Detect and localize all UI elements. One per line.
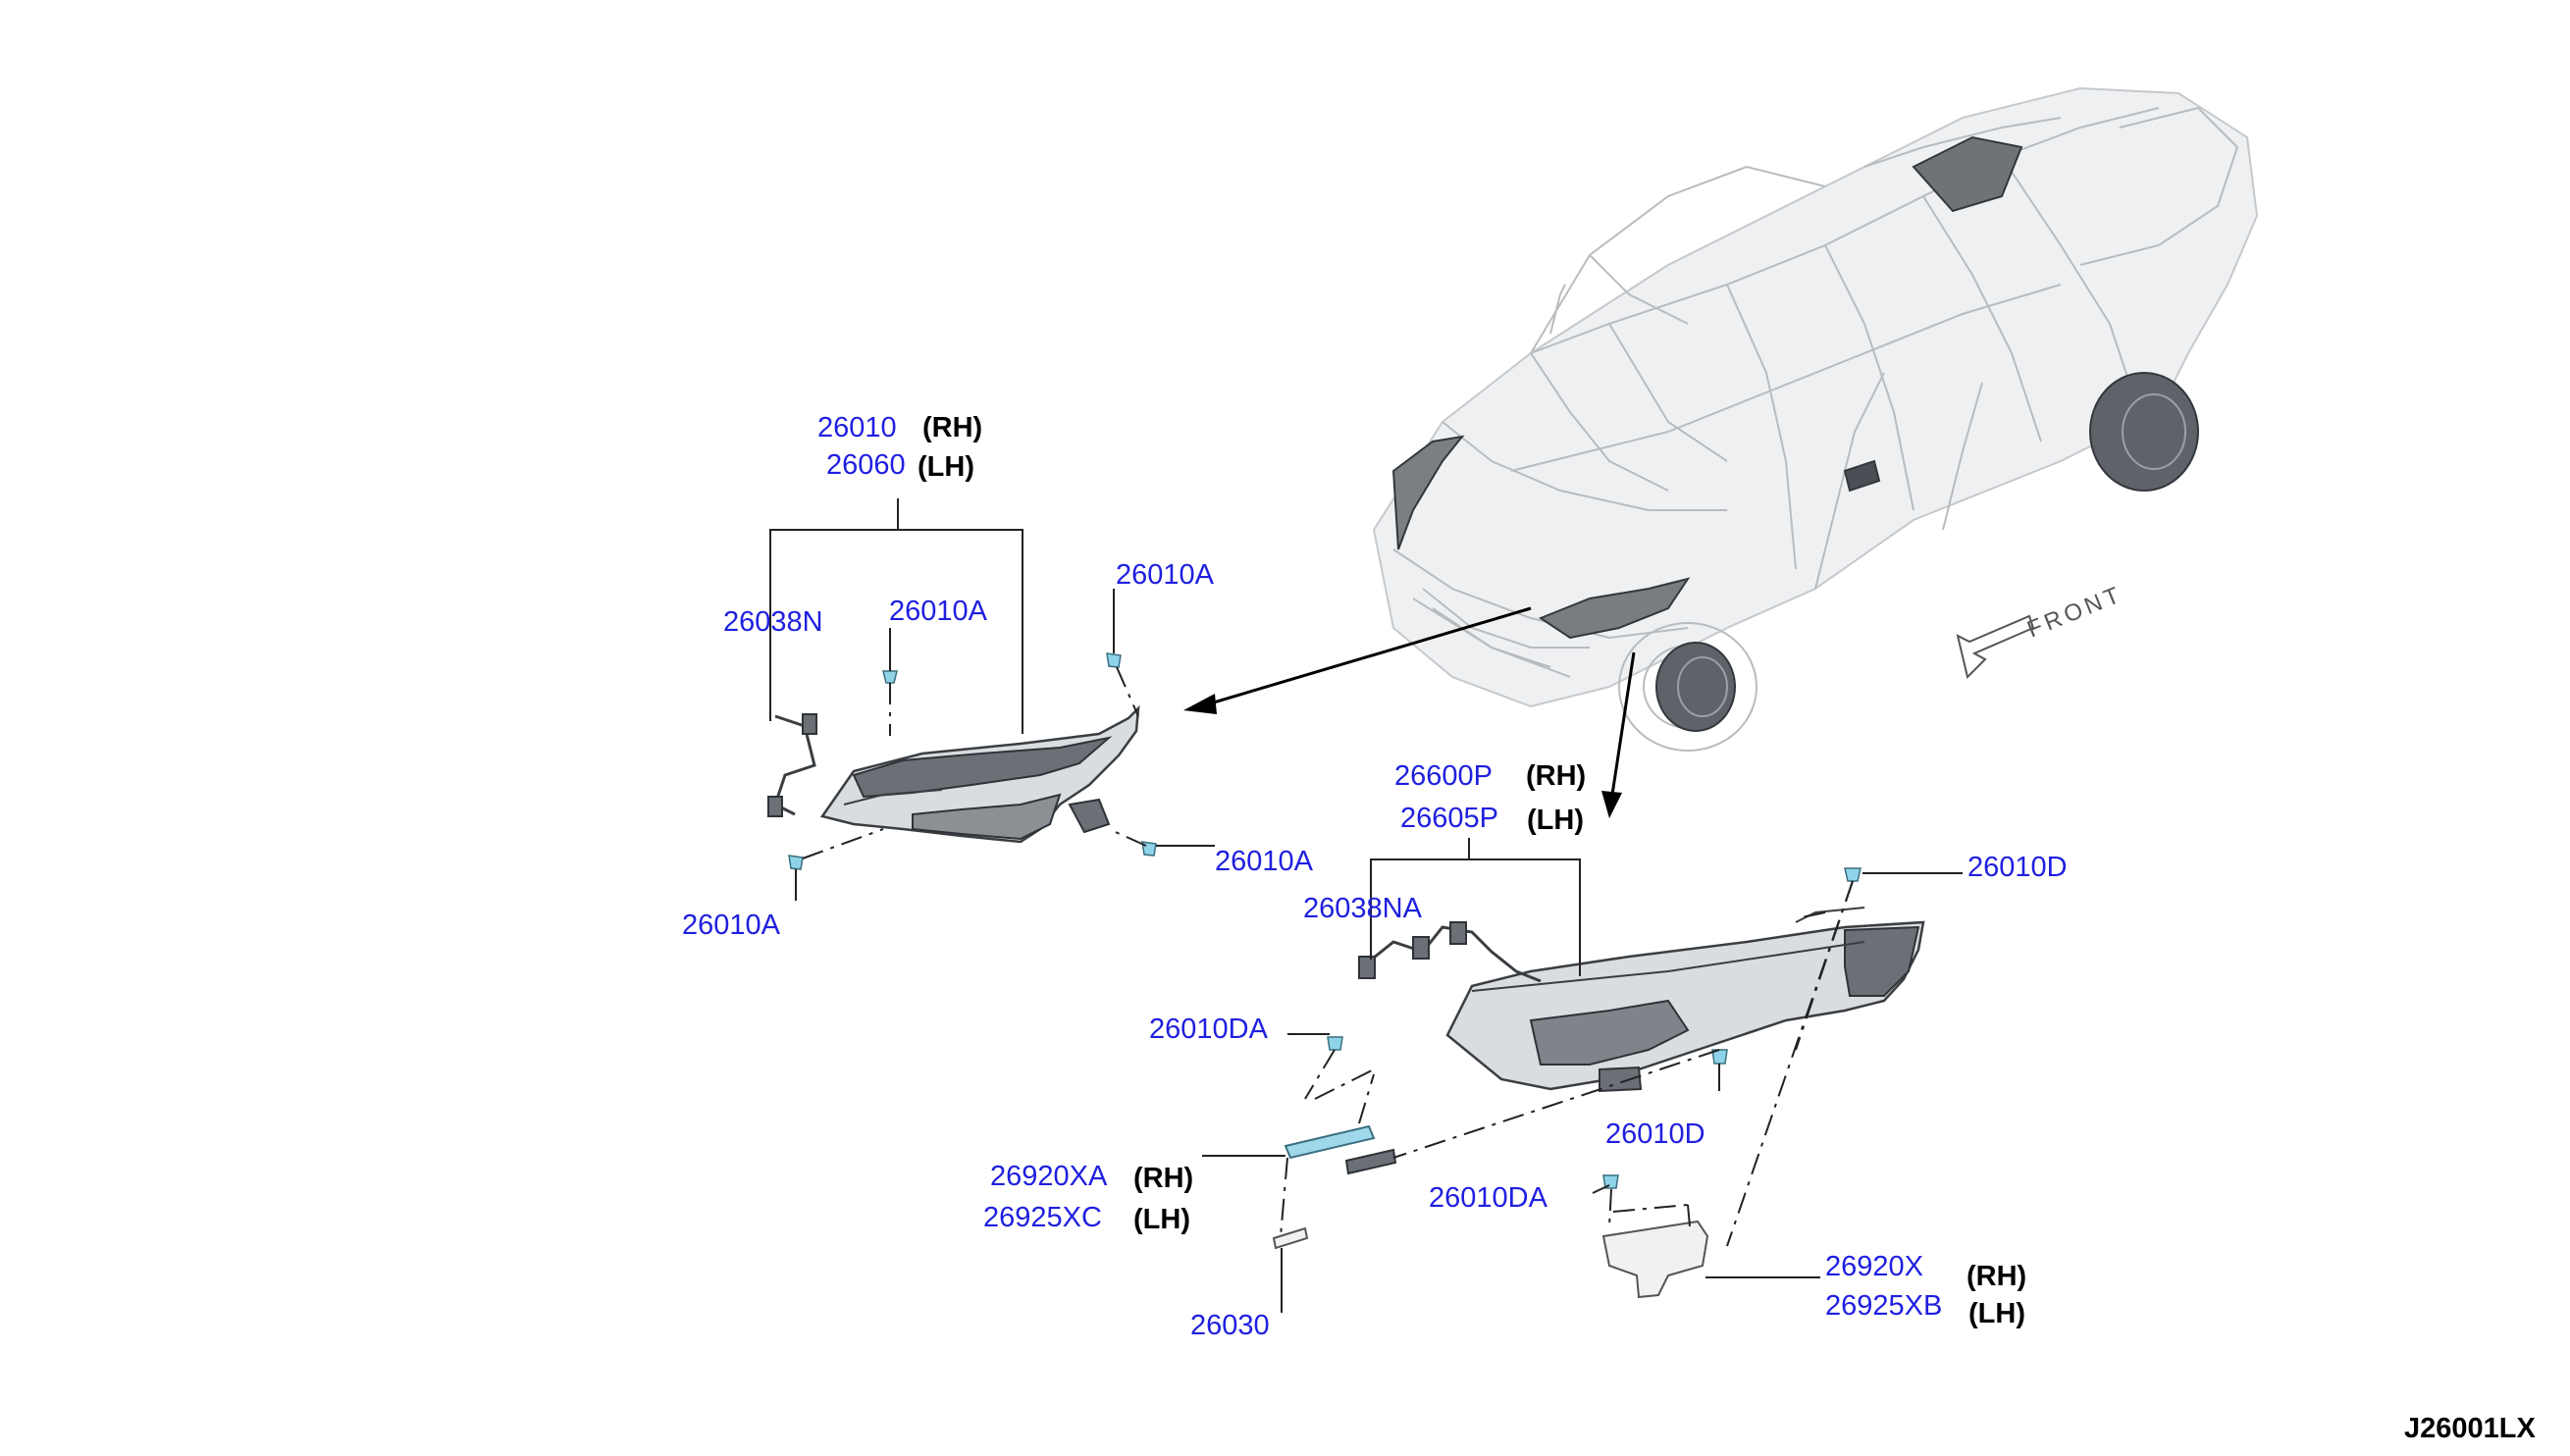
callout-clip-lower-middle[interactable]: 26010DA bbox=[1429, 1182, 1548, 1214]
screw-icon bbox=[882, 670, 898, 684]
callout-drl-right-rh[interactable]: 26920X bbox=[1825, 1251, 1923, 1282]
screw-icon bbox=[1106, 652, 1122, 668]
lamp-assembly-lower bbox=[1272, 867, 1925, 1299]
side-label-lh: (LH) bbox=[1527, 805, 1584, 836]
callout-head-lamp-rh[interactable]: 26010 bbox=[817, 412, 897, 443]
side-label-lh: (LH) bbox=[1133, 1204, 1190, 1235]
callout-harness-26038na[interactable]: 26038NA bbox=[1303, 893, 1423, 924]
clip-icon bbox=[1844, 867, 1862, 882]
vehicle-illustration bbox=[1372, 86, 2259, 752]
diagram-code: J26001LX bbox=[2404, 1413, 2536, 1444]
front-label: FRONT bbox=[2023, 581, 2126, 643]
side-label-lh: (LH) bbox=[918, 451, 974, 483]
callout-screw-top-center[interactable]: 26010A bbox=[889, 596, 988, 627]
bulb-icon bbox=[1272, 1226, 1309, 1250]
callout-lamp-lower-rh[interactable]: 26600P bbox=[1394, 760, 1493, 792]
callout-clip-left-upper[interactable]: 26010DA bbox=[1149, 1014, 1269, 1045]
callout-bulb-26030[interactable]: 26030 bbox=[1190, 1310, 1270, 1341]
callout-clip-top-right[interactable]: 26010D bbox=[1967, 852, 2068, 883]
side-label-rh: (RH) bbox=[922, 412, 982, 443]
callout-drl-left-lh[interactable]: 26925XC bbox=[983, 1202, 1102, 1233]
clip-icon bbox=[1602, 1174, 1619, 1189]
side-label-rh: (RH) bbox=[1133, 1163, 1193, 1194]
callout-head-lamp-lh[interactable]: 26060 bbox=[826, 449, 906, 481]
side-label-rh: (RH) bbox=[1967, 1261, 2026, 1292]
callout-lamp-lower-lh[interactable]: 26605P bbox=[1400, 803, 1498, 834]
side-label-lh: (LH) bbox=[1968, 1298, 2025, 1329]
callout-clip-middle[interactable]: 26010D bbox=[1605, 1118, 1705, 1150]
callout-drl-left-rh[interactable]: 26920XA bbox=[990, 1161, 1108, 1192]
drl-strip-left-icon bbox=[1284, 1124, 1376, 1160]
screw-icon bbox=[788, 855, 804, 870]
callout-screw-left[interactable]: 26010A bbox=[682, 910, 781, 941]
head-lamp-assembly-upper bbox=[767, 652, 1157, 870]
leaders-lower bbox=[1202, 838, 1963, 1313]
pointer-arrows bbox=[1183, 606, 1636, 818]
leaders-upper bbox=[769, 498, 1215, 901]
drl-bracket-right-icon bbox=[1601, 1220, 1709, 1299]
callout-harness-26038n[interactable]: 26038N bbox=[723, 606, 823, 638]
side-label-rh: (RH) bbox=[1526, 760, 1586, 792]
clip-icon bbox=[1711, 1049, 1728, 1065]
callout-screw-top-right[interactable]: 26010A bbox=[1116, 559, 1215, 591]
callout-screw-right[interactable]: 26010A bbox=[1215, 846, 1314, 877]
callout-drl-right-lh[interactable]: 26925XB bbox=[1825, 1290, 1942, 1322]
front-direction-indicator: FRONT bbox=[1956, 581, 2126, 679]
clip-icon bbox=[1327, 1036, 1343, 1051]
